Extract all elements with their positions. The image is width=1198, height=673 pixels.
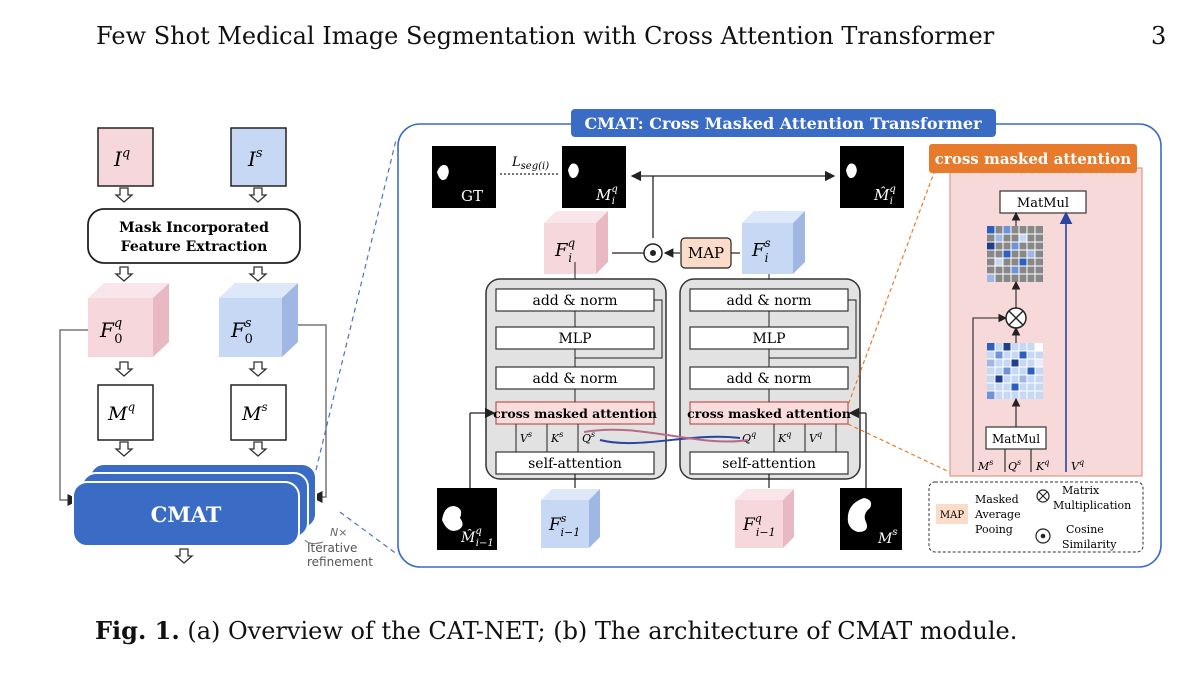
legend-cosine-line2: Similarity (1062, 538, 1117, 551)
support-feature-cube (219, 283, 298, 357)
refined-mask-blob (846, 163, 857, 179)
map-label: MAP (688, 244, 724, 262)
predicted-mask-blob (568, 163, 579, 179)
legend-cosine-line1: Cosine (1066, 523, 1104, 536)
attention-detail-panel: cross masked attention MatMul (847, 144, 1143, 477)
figure-caption: Fig. 1. (a) Overview of the CAT-NET; (b)… (95, 616, 1017, 645)
query-feature-cube (88, 283, 169, 357)
gt-mask-blob (437, 164, 449, 181)
iteration-label-line2: refinement (307, 555, 373, 569)
legend-frame (928, 481, 1144, 553)
cmat-block (72, 481, 300, 547)
query-image-box (97, 127, 154, 187)
detail-input-vq: Vq (1071, 458, 1084, 473)
legend-map-abbrev: MAP (940, 510, 964, 521)
left-cross-attention-label: cross masked attention (493, 406, 657, 421)
legend-matmul-line2: Multiplication (1053, 499, 1131, 512)
iteration-brace (304, 539, 324, 545)
left-input-q: Qs (582, 430, 595, 445)
legend-map-line2: Average (974, 508, 1021, 521)
page-number: 3 (1151, 22, 1167, 50)
right-cross-attention-label: cross masked attention (687, 406, 851, 421)
right-self-attention-label: self-attention (722, 456, 816, 472)
query-image-label: Iq (113, 146, 130, 171)
matmul-bottom-label: MatMul (992, 432, 1040, 446)
left-add-norm-top-label: add & norm (532, 293, 617, 309)
query-feature-skip-arrow (59, 329, 88, 506)
left-input-k: Ks (550, 430, 563, 445)
right-add-norm-bottom-label: add & norm (726, 371, 811, 387)
zoom-line-top (315, 139, 397, 471)
support-mask-label: Ms (877, 527, 897, 547)
support-mask-label: Ms (241, 400, 268, 425)
iteration-count: N× (330, 526, 347, 539)
cmat-block-label: CMAT (151, 502, 222, 527)
loss-label: Lseg(i) (511, 155, 549, 172)
attention-detail-title: cross masked attention (935, 150, 1131, 168)
left-mlp-label: MLP (558, 331, 591, 347)
query-mask-box (97, 384, 154, 441)
zoom-line-bottom (339, 511, 399, 556)
left-self-attention-label: self-attention (528, 456, 622, 472)
prev-mask-blob (442, 506, 463, 531)
support-mask-blob (847, 498, 872, 532)
caption-text: (a) Overview of the CAT-NET; (b) The arc… (179, 617, 1018, 645)
legend-matmul-line1: Matrix (1062, 484, 1100, 497)
right-input-v: Vq (809, 430, 822, 445)
left-input-v: Vs (520, 430, 532, 445)
overview-panel: Iq Is Mask Incorporated Feature Extracti… (59, 127, 399, 569)
detail-input-ms: Ms (977, 458, 993, 473)
query-swap-curve-blue (599, 435, 741, 445)
attention-map-top (987, 226, 1043, 282)
caption-label: Fig. 1. (95, 616, 180, 645)
cmat-module-panel: CMAT: Cross Masked Attention Transformer… (397, 109, 1162, 568)
running-header-title: Few Shot Medical Image Segmentation with… (96, 22, 995, 50)
legend: MAP Masked Average Pooing Matrix Multipl… (928, 481, 1144, 553)
feature-extraction-box (87, 208, 301, 264)
left-add-norm-bottom-label: add & norm (532, 371, 617, 387)
support-image-box (230, 127, 287, 187)
prev-support-feature-cube (541, 489, 600, 548)
right-input-q: Qq (742, 430, 756, 445)
legend-map-line1: Masked (975, 493, 1019, 506)
support-mask-box (230, 384, 287, 441)
fis-cube (742, 211, 805, 274)
gt-label: GT (461, 187, 483, 205)
right-mlp-label: MLP (752, 331, 785, 347)
right-add-norm-top-label: add & norm (726, 293, 811, 309)
feature-extraction-line1: Mask Incorporated (119, 220, 269, 236)
matmul-top-label: MatMul (1017, 196, 1069, 211)
feature-extraction-line2: Feature Extraction (121, 239, 268, 255)
legend-map-swatch (936, 504, 968, 524)
detail-input-qs: Qs (1008, 458, 1021, 473)
attention-detail-title-bg (929, 144, 1137, 173)
right-input-k: Kq (777, 430, 791, 445)
query-swap-curve-pink (583, 428, 749, 443)
support-feature-skip-arrow (298, 324, 327, 503)
attention-detail-bg (949, 167, 1143, 477)
detail-zoom-line-bottom (847, 423, 959, 477)
support-image-label: Is (247, 146, 263, 171)
query-mask-label: Mq (107, 400, 135, 425)
prev-query-feature-cube (735, 489, 794, 548)
legend-map-line3: Pooing (975, 523, 1013, 536)
attention-map-bottom (987, 343, 1043, 399)
figure-1: Iq Is Mask Incorporated Feature Extracti… (59, 109, 1162, 569)
cmat-module-title: CMAT: Cross Masked Attention Transformer (584, 114, 982, 133)
fiq-cube (544, 211, 608, 274)
cmat-module-title-bg (571, 109, 996, 137)
detail-input-kq: Kq (1035, 458, 1049, 473)
matmul-top-box (999, 190, 1087, 214)
iteration-label-line1: Iterative (307, 541, 357, 555)
down-arrow-icon (114, 187, 268, 564)
